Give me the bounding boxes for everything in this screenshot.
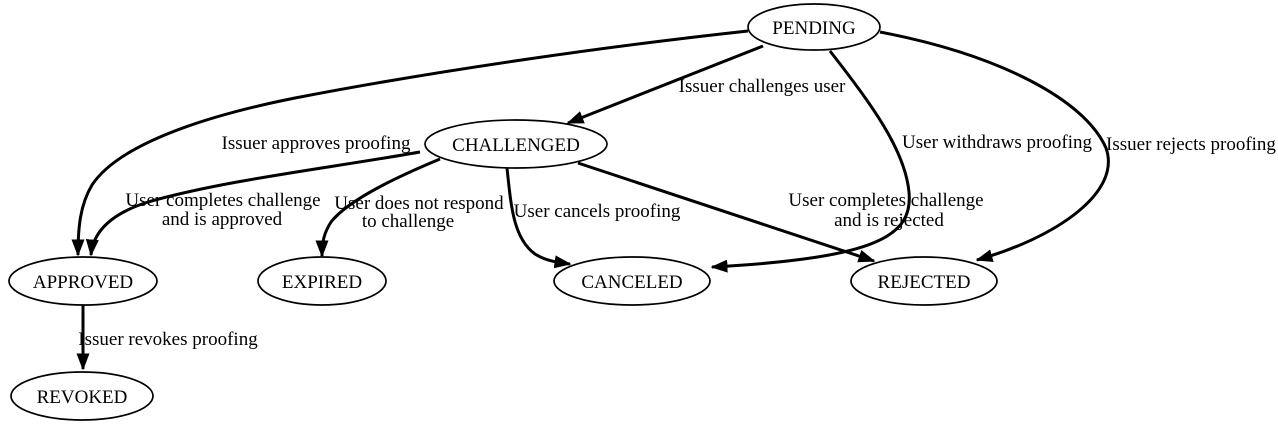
edge-challenged-rejected (577, 161, 876, 263)
node-label-canceled: CANCELED (581, 272, 682, 293)
edge-challenged-approved (85, 150, 421, 257)
node-approved: APPROVED (8, 256, 158, 306)
node-label-pending: PENDING (772, 18, 856, 39)
edges-layer (71, 29, 1110, 371)
edge-label-pending-challenged: Issuer challenges user (679, 76, 846, 97)
edge-line-challenged-rejected (577, 161, 876, 263)
node-label-challenged: CHALLENGED (452, 135, 580, 156)
edge-challenged-expired (315, 157, 441, 258)
edge-line-challenged-approved (85, 150, 421, 257)
edge-label-challenged-rejected-line1: User completes challenge (788, 190, 983, 211)
edge-label-pending-approved: Issuer approves proofing (222, 133, 411, 154)
edge-line-pending-rejected (879, 30, 1110, 263)
node-shape-approved (8, 256, 158, 306)
edge-label-challenged-expired-line1: User does not respond (334, 193, 504, 214)
edge-line-challenged-expired (315, 157, 441, 258)
node-expired: EXPIRED (257, 256, 387, 306)
node-shape-challenged (424, 119, 608, 169)
edge-challenged-canceled (505, 167, 572, 269)
edge-label-challenged-canceled: User cancels proofing (514, 201, 681, 222)
node-shape-canceled (553, 256, 711, 306)
node-shape-revoked (10, 371, 154, 421)
edge-line-pending-canceled (710, 50, 911, 273)
nodes-layer: PENDING CHALLENGED APPROVED EXPIRED CANCELED… (8, 3, 998, 421)
node-challenged: CHALLENGED (424, 119, 608, 169)
edge-label-approved-revoked: Issuer revokes proofing (78, 329, 258, 350)
edge-label-pending-canceled: User withdraws proofing (902, 132, 1092, 153)
edge-label-challenged-approved-line1: User completes challenge (125, 190, 320, 211)
edge-line-challenged-canceled (505, 167, 572, 269)
edge-label-challenged-approved-line2: and is approved (162, 209, 283, 230)
edge-line-pending-approved (71, 29, 749, 257)
node-shape-pending (747, 3, 881, 51)
node-shape-rejected (850, 256, 998, 306)
edge-pending-approved (71, 29, 749, 257)
edge-label-challenged-expired-line2: to challenge (362, 211, 454, 232)
edge-pending-canceled (710, 50, 911, 273)
edge-pending-rejected (879, 30, 1110, 263)
node-pending: PENDING (747, 3, 881, 51)
edge-label-pending-rejected: Issuer rejects proofing (1106, 134, 1276, 155)
node-revoked: REVOKED (10, 371, 154, 421)
edge-pending-challenged (566, 44, 764, 125)
edge-label-challenged-rejected-line2: and is rejected (834, 210, 944, 231)
node-label-rejected: REJECTED (878, 272, 971, 293)
node-label-approved: APPROVED (33, 272, 133, 293)
node-shape-expired (257, 256, 387, 306)
node-label-expired: EXPIRED (282, 272, 362, 293)
edge-line-pending-challenged (566, 44, 764, 125)
node-rejected: REJECTED (850, 256, 998, 306)
node-canceled: CANCELED (553, 256, 711, 306)
node-label-revoked: REVOKED (37, 387, 128, 408)
